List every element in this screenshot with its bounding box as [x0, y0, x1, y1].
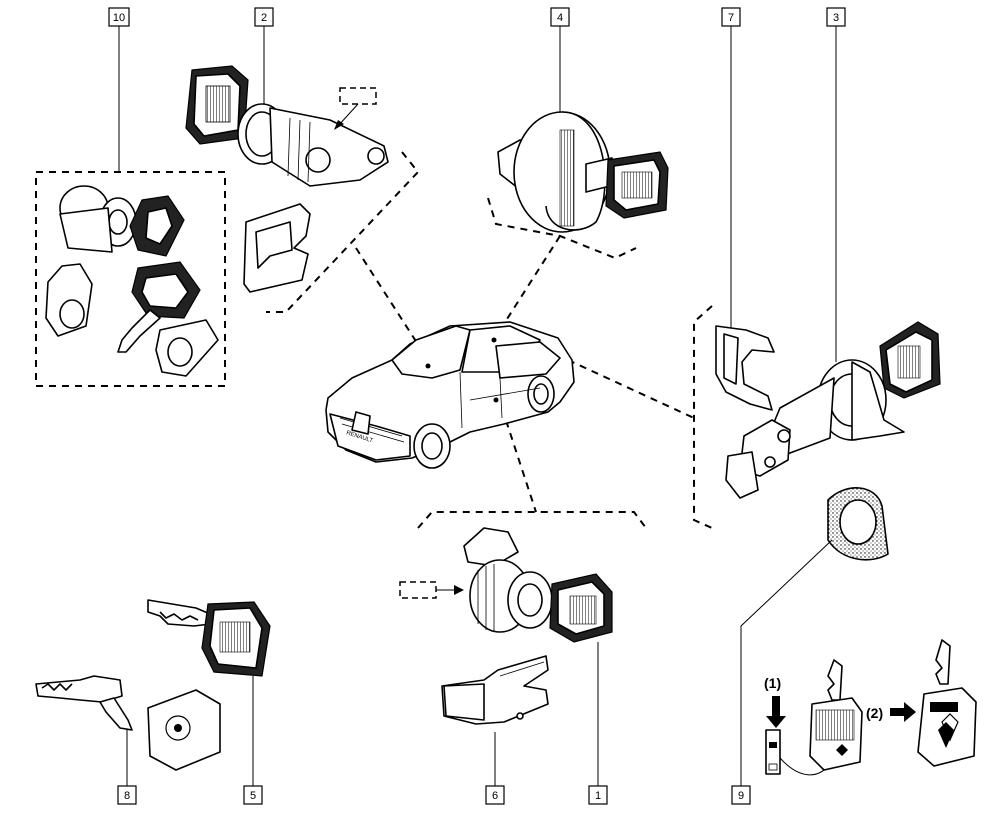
door-lock-barrel-part-2 [185, 65, 389, 293]
callout-label: 2 [261, 12, 267, 24]
callout-label: 5 [250, 790, 256, 802]
callout-2: 2 [254, 7, 274, 106]
callout-6: 6 [485, 732, 505, 805]
callout-label: 6 [492, 790, 498, 802]
retaining-clip-part-6 [441, 655, 549, 725]
callout-label: 1 [595, 790, 601, 802]
lock-set-part-10 [45, 185, 219, 377]
key-coding-inset: (1) (2) [764, 639, 977, 776]
pointer-arrow-part-1 [399, 581, 464, 599]
callout-8: 8 [117, 728, 137, 805]
callout-label: 8 [124, 790, 130, 802]
key-blank-part-8 [35, 675, 221, 771]
fuel-cap-part-4 [497, 111, 669, 233]
door-lock-part-1 [463, 527, 613, 643]
callout-label: 4 [557, 12, 563, 24]
callout-label: 9 [738, 790, 744, 802]
callout-4: 4 [550, 7, 570, 112]
tailgate-lock-part-3 [725, 321, 941, 499]
callout-label: 10 [113, 12, 125, 24]
callout-1: 1 [588, 642, 608, 805]
callout-9: 9 [731, 539, 833, 805]
step-2-label: (2) [866, 705, 883, 721]
gasket-seal-part-9 [827, 487, 889, 561]
callout-7: 7 [721, 7, 741, 330]
callout-label: 3 [833, 12, 839, 24]
callout-10: 10 [108, 7, 130, 172]
callout-5: 5 [243, 676, 263, 805]
callout-3: 3 [826, 7, 846, 362]
pointer-arrow-part-2 [334, 87, 377, 130]
callout-label: 7 [728, 12, 734, 24]
step-1-label: (1) [764, 675, 781, 691]
dashed-connectors [35, 151, 713, 529]
car-illustration: RENAULT [325, 321, 575, 469]
key-part-5 [147, 599, 271, 677]
retaining-clip-part-7 [715, 325, 775, 411]
